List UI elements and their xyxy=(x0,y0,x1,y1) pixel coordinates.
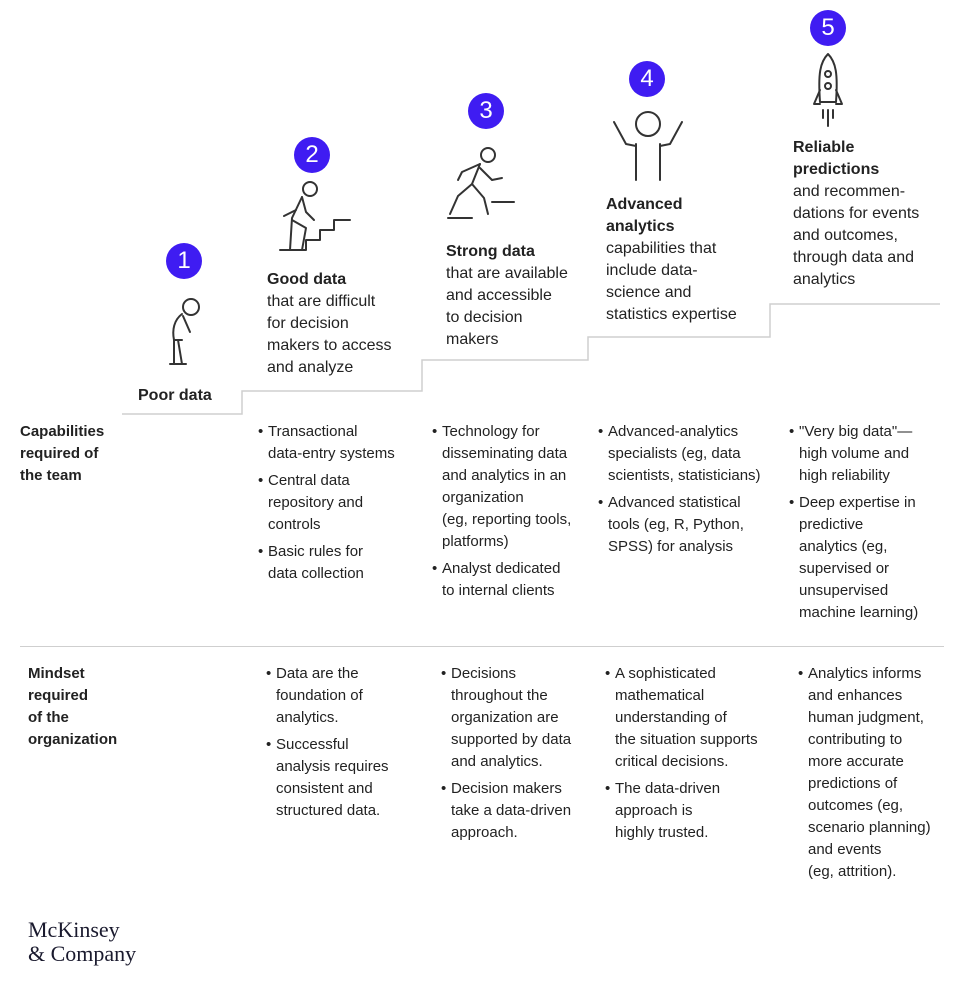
stage-4-title: Advanced analytics xyxy=(606,196,683,235)
stage-3-badge: 3 xyxy=(468,93,504,129)
cheering-person-icon xyxy=(613,111,683,181)
list-item: Successful analysis requires consistent … xyxy=(266,734,389,822)
mindset-col-2: Data are the foundation of analytics. Su… xyxy=(266,663,389,827)
list-item: Advanced statistical tools (eg, R, Pytho… xyxy=(598,492,761,558)
capabilities-row-label: Capabilities required of the team xyxy=(20,423,105,484)
list-item: Transactional data-entry systems xyxy=(258,421,395,465)
list-item: Central data repository and controls xyxy=(258,470,395,536)
list-item: Basic rules for data collection xyxy=(258,541,395,585)
list-item: "Very big data"— high volume and high re… xyxy=(789,421,918,487)
stage-5-badge: 5 xyxy=(810,10,846,46)
list-item: The data-driven approach is highly trust… xyxy=(605,778,758,844)
logo-line-2: & Company xyxy=(28,941,137,966)
mindset-col-5: Analytics informs and enhances human jud… xyxy=(798,663,931,888)
capabilities-col-4: Advanced-analytics specialists (eg, data… xyxy=(598,421,761,563)
list-item: A sophisticated mathematical understandi… xyxy=(605,663,758,773)
row-divider xyxy=(20,646,944,647)
stage-3-title: Strong data xyxy=(446,243,535,260)
stage-2-description: that are difficult for decision makers t… xyxy=(267,293,392,376)
list-item: Advanced-analytics specialists (eg, data… xyxy=(598,421,761,487)
capabilities-col-2: Transactional data-entry systems Central… xyxy=(258,421,395,590)
logo-line-1: McKinsey xyxy=(28,917,120,942)
stage-4-badge: 4 xyxy=(629,61,665,97)
rocket-icon xyxy=(813,53,843,127)
capabilities-col-3: Technology for disseminating data and an… xyxy=(432,421,571,607)
climbing-stairs-icon xyxy=(279,181,351,251)
list-item: Deep expertise in predictive analytics (… xyxy=(789,492,918,624)
stage-2-badge: 2 xyxy=(294,137,330,173)
capabilities-col-5: "Very big data"— high volume and high re… xyxy=(789,421,918,629)
stage-5-description: and recommen- dations for events and out… xyxy=(793,183,920,288)
slumped-person-icon xyxy=(169,298,200,365)
list-item: Technology for disseminating data and an… xyxy=(432,421,571,553)
running-person-icon xyxy=(447,147,515,219)
stage-2-title: Good data xyxy=(267,271,347,288)
list-item: Data are the foundation of analytics. xyxy=(266,663,389,729)
mindset-col-3: Decisions throughout the organization ar… xyxy=(441,663,571,849)
stage-4-description: capabilities that include data- science … xyxy=(606,240,737,323)
stage-1-title: Poor data xyxy=(138,387,212,404)
list-item: Decision makers take a data-driven appro… xyxy=(441,778,571,844)
mindset-row-label: Mindset required of the organization xyxy=(28,665,118,748)
stage-1-badge: 1 xyxy=(166,243,202,279)
mckinsey-logo: McKinsey & Company xyxy=(28,918,136,966)
stage-5-title: Reliable predictions xyxy=(793,139,880,178)
list-item: Decisions throughout the organization ar… xyxy=(441,663,571,773)
list-item: Analytics informs and enhances human jud… xyxy=(798,663,931,883)
list-item: Analyst dedicated to internal clients xyxy=(432,558,571,602)
stage-3-description: that are available and accessible to dec… xyxy=(446,265,568,348)
mindset-col-4: A sophisticated mathematical understandi… xyxy=(605,663,758,849)
